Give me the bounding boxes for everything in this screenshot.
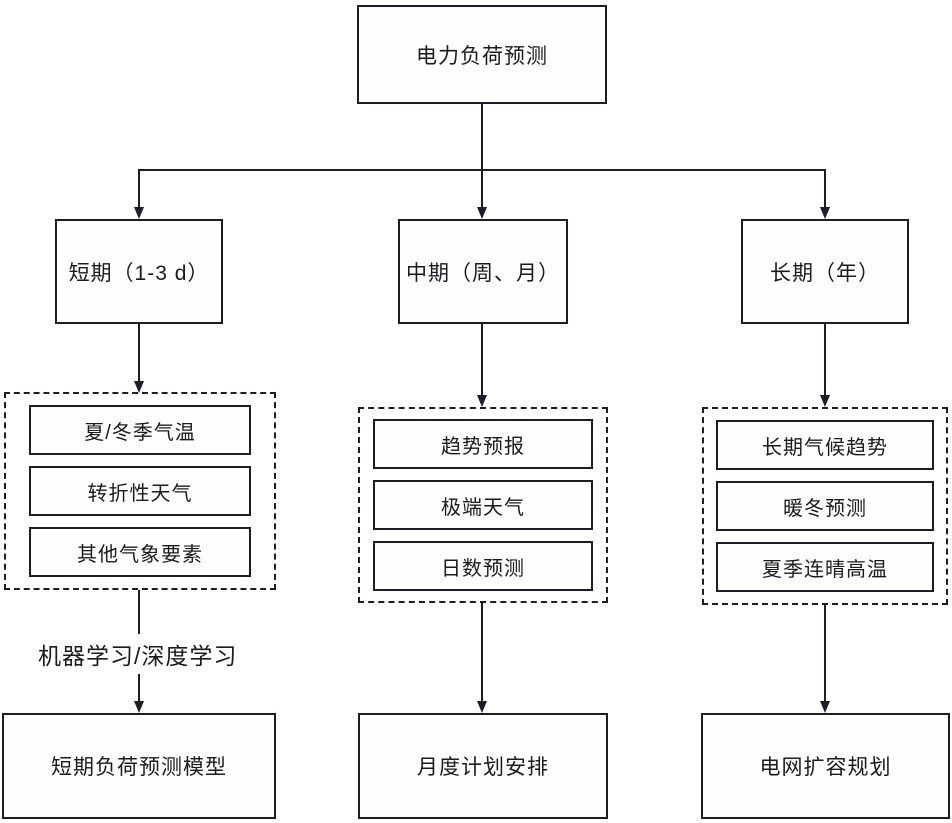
factor-item: 极端天气 [373, 480, 593, 530]
edge-label-ml: 机器学习/深度学习 [36, 634, 240, 674]
arrowhead-icon [477, 395, 487, 407]
factor-group-long: 长期气候趋势 暖冬预测 夏季连晴高温 [702, 407, 948, 605]
node-mid-term: 中期（周、月） [398, 219, 568, 324]
connector-short-factors [138, 324, 140, 382]
connector-drop-long [824, 169, 826, 208]
connector-long-outcome [824, 605, 826, 702]
connector-mid-factors [481, 324, 483, 396]
connector-drop-short [138, 169, 140, 208]
arrowhead-icon [477, 701, 487, 713]
factor-item: 转折性天气 [29, 466, 251, 516]
factor-item: 夏季连晴高温 [716, 542, 934, 592]
arrowhead-icon [134, 381, 144, 393]
node-short-term: 短期（1-3 d） [55, 219, 223, 324]
factor-item: 其他气象要素 [29, 527, 251, 577]
node-outcome-mid: 月度计划安排 [358, 713, 608, 819]
factor-item: 暖冬预测 [716, 481, 934, 531]
arrowhead-icon [134, 701, 144, 713]
arrowhead-icon [820, 207, 830, 219]
node-root: 电力负荷预测 [357, 5, 607, 104]
node-outcome-long: 电网扩容规划 [701, 713, 950, 819]
connector-drop-mid [481, 169, 483, 208]
arrowhead-icon [134, 207, 144, 219]
factor-item: 日数预测 [373, 541, 593, 591]
factor-group-short: 夏/冬季气温 转折性天气 其他气象要素 [4, 392, 276, 590]
connector-root-trunk [481, 104, 483, 171]
factor-item: 趋势预报 [373, 419, 593, 469]
arrowhead-icon [820, 701, 830, 713]
factor-group-mid: 趋势预报 极端天气 日数预测 [358, 407, 608, 603]
connector-long-factors [824, 324, 826, 396]
factor-item: 长期气候趋势 [716, 420, 934, 470]
connector-mid-outcome [481, 603, 483, 702]
factor-item: 夏/冬季气温 [29, 405, 251, 455]
node-long-term: 长期（年） [741, 219, 909, 324]
arrowhead-icon [477, 207, 487, 219]
arrowhead-icon [820, 395, 830, 407]
node-outcome-short: 短期负荷预测模型 [2, 713, 276, 819]
